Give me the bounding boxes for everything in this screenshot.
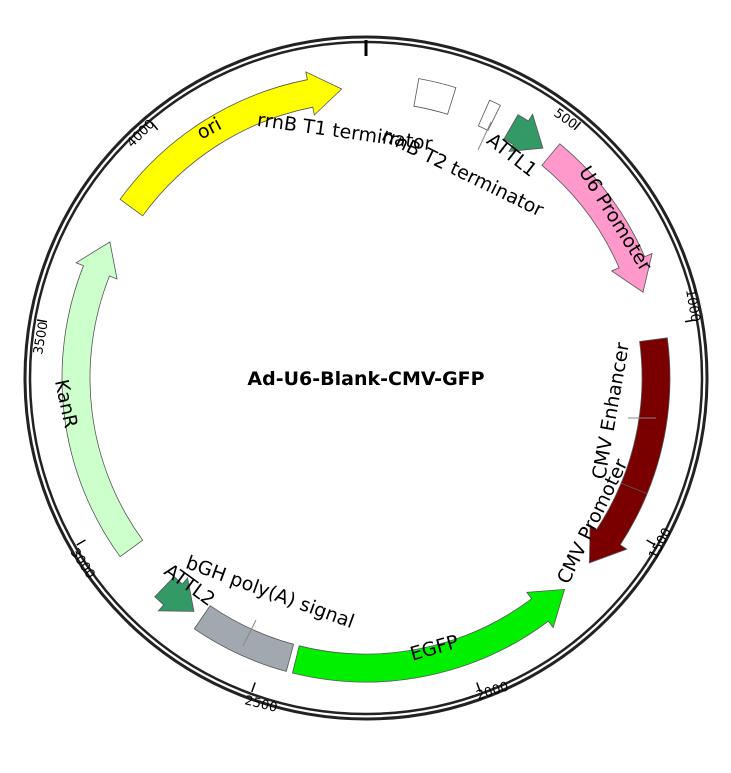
- plasmid-title: Ad-U6-Blank-CMV-GFP: [247, 368, 484, 390]
- tick-3000: [76, 539, 86, 546]
- tick-label-1500: 1500: [646, 526, 675, 562]
- tick-label-3000: 3000: [67, 546, 98, 582]
- backbone-outer-ring: [23, 35, 709, 721]
- tick-3500: [36, 319, 48, 323]
- feature-cmv-promoter: [588, 482, 648, 564]
- tick-500: [573, 121, 582, 131]
- tick-label-2500: 2500: [243, 693, 279, 716]
- tick-2500: [251, 682, 256, 693]
- leader-rrnb-t2: [477, 121, 492, 151]
- features: [61, 71, 671, 683]
- tick-2000: [476, 682, 481, 693]
- feature-rrnb-t2-terminator: [477, 99, 501, 131]
- tick-marks: [36, 121, 696, 693]
- feature-attl2: [154, 575, 195, 612]
- feature-rrnb-t1-terminator: [413, 78, 457, 115]
- feature-u6-promoter: [541, 143, 653, 293]
- tick-label-3500: 3500: [31, 320, 52, 355]
- feature-egfp: [292, 588, 566, 683]
- feature-ori: [119, 71, 343, 217]
- tick-label-1000: 1000: [682, 288, 703, 323]
- feature-kanr: [61, 241, 144, 558]
- feature-bgh-poly-a-signal: [193, 605, 295, 672]
- tick-label-2000: 2000: [475, 679, 511, 703]
- leader-bgh: [242, 619, 257, 647]
- tick-1500: [646, 539, 656, 546]
- tick-1000: [684, 319, 696, 323]
- feature-attl1: [503, 113, 544, 152]
- tick-label-4000: 4000: [124, 117, 158, 151]
- tick-4000: [150, 121, 159, 131]
